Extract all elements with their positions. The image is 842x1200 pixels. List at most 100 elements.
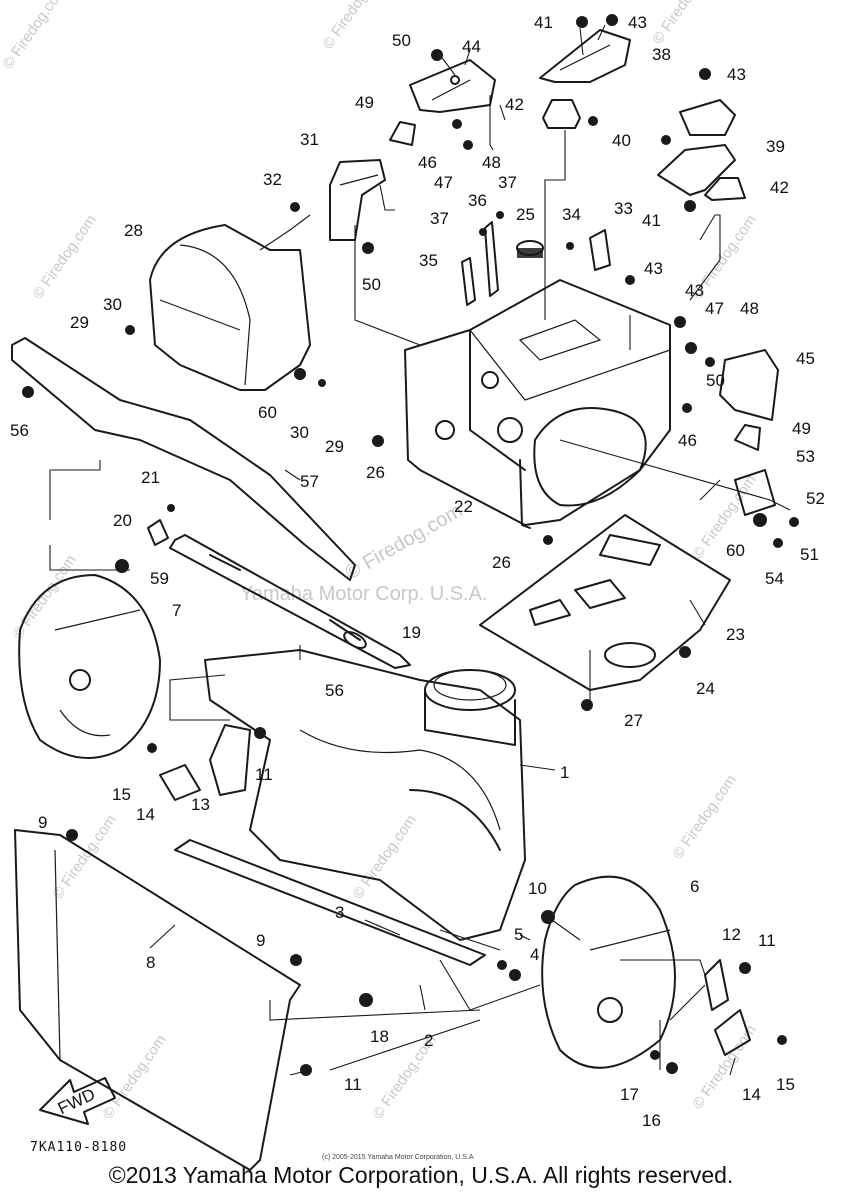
callout-37: 37 <box>498 173 517 192</box>
part-12-bracket <box>704 959 729 1011</box>
part-44-bracket <box>409 59 496 113</box>
part-28-housing-cover <box>149 224 311 391</box>
callout-6: 6 <box>690 877 699 896</box>
callout-20: 20 <box>113 511 132 530</box>
callout-8: 8 <box>146 953 155 972</box>
callout-1: 1 <box>560 763 569 782</box>
callout-14: 14 <box>136 805 155 824</box>
callout-41: 41 <box>534 13 553 32</box>
nut-icon <box>296 372 304 380</box>
watermark-text: © Firedog.com <box>49 812 119 903</box>
callout-47: 47 <box>434 173 453 192</box>
callout-31: 31 <box>300 130 319 149</box>
nut-icon <box>566 242 574 250</box>
callout-22: 22 <box>454 497 473 516</box>
callout-33: 33 <box>614 199 633 218</box>
part-42-damper <box>542 99 746 201</box>
callout-40: 40 <box>612 131 631 150</box>
callout-11: 11 <box>758 931 776 950</box>
part-38-bracket <box>539 29 631 83</box>
watermark-text: © Firedog.com <box>349 812 419 903</box>
nut-icon <box>372 435 384 447</box>
nut-icon <box>431 49 443 61</box>
nut-icon <box>125 325 135 335</box>
nut-icon <box>666 1062 678 1074</box>
callout-47: 47 <box>705 299 724 318</box>
nut-icon <box>167 504 175 512</box>
callout-28: 28 <box>124 221 143 240</box>
watermark-text: © Firedog.com <box>649 0 719 47</box>
watermark-text: © Firedog.com <box>99 1032 169 1123</box>
part-49-mount-lower <box>734 424 761 451</box>
part-25-plug <box>516 240 544 258</box>
callout-41: 41 <box>642 211 661 230</box>
part-7-side-plate <box>18 574 161 759</box>
callout-10: 10 <box>528 879 547 898</box>
nut-icon <box>509 969 521 981</box>
callout-23: 23 <box>726 625 745 644</box>
callout-46: 46 <box>418 153 437 172</box>
callout-15: 15 <box>112 785 131 804</box>
nut-icon <box>679 646 691 658</box>
callout-60: 60 <box>258 403 277 422</box>
callout-58: 56 <box>10 421 29 440</box>
drawing-code: 7KA110-8180 <box>30 1140 128 1155</box>
callout-25: 25 <box>516 205 535 224</box>
callout-43: 43 <box>727 65 746 84</box>
watermark-text: © Firedog.com <box>319 0 389 52</box>
nut-icon <box>463 140 473 150</box>
nut-icon <box>290 202 300 212</box>
callout-29: 29 <box>70 313 89 332</box>
callout-19: 19 <box>402 623 421 642</box>
callout-24: 24 <box>696 679 715 698</box>
watermark-text: © Firedog.com <box>689 472 759 563</box>
callout-37: 37 <box>430 209 449 228</box>
watermark-text: © Firedog.com <box>669 772 739 863</box>
nut-icon <box>581 699 593 711</box>
callout-43: 43 <box>685 281 704 300</box>
callout-labels: 41 43 50 44 38 43 49 42 31 40 39 46 48 3… <box>10 13 825 1130</box>
callout-50: 50 <box>362 275 381 294</box>
nut-icon <box>684 200 696 212</box>
callout-34: 34 <box>562 205 581 224</box>
part-22-main-frame <box>404 279 671 529</box>
callout-9: 9 <box>38 813 47 832</box>
callout-50: 50 <box>392 31 411 50</box>
nut-icon <box>22 386 34 398</box>
watermark-layer: © Firedog.com © Firedog.com © Firedog.co… <box>0 0 760 1122</box>
part-57-bar <box>11 337 356 581</box>
nut-icon <box>147 743 157 753</box>
nut-icon <box>496 211 504 219</box>
callout-49: 49 <box>355 93 374 112</box>
callout-35: 35 <box>419 251 438 270</box>
callout-52: 52 <box>806 489 825 508</box>
nut-icon <box>576 16 588 28</box>
part-19-shaft <box>169 534 411 669</box>
callout-29: 29 <box>325 437 344 456</box>
callout-26: 26 <box>492 553 511 572</box>
part-20-clamp <box>147 519 169 546</box>
callout-59: 59 <box>150 569 169 588</box>
callout-42: 42 <box>770 178 789 197</box>
nut-icon <box>543 535 553 545</box>
callout-21: 21 <box>141 468 160 487</box>
callout-3: 3 <box>335 903 344 922</box>
watermark-center-site: © Firedog.com <box>342 500 467 585</box>
nut-icon <box>650 1050 660 1060</box>
callout-26: 26 <box>366 463 385 482</box>
nut-icon <box>541 910 555 924</box>
part-45-mount <box>719 349 779 421</box>
part-3-scraper <box>174 839 486 966</box>
callout-48: 48 <box>740 299 759 318</box>
callout-17: 17 <box>620 1085 639 1104</box>
nut-icon <box>479 228 487 236</box>
callout-45: 45 <box>796 349 815 368</box>
callout-43: 43 <box>644 259 663 278</box>
callout-53: 53 <box>796 447 815 466</box>
nut-icon <box>661 135 671 145</box>
part-35-bracket <box>461 221 499 306</box>
nut-icon <box>359 993 373 1007</box>
nut-icon <box>452 119 462 129</box>
callout-11: 11 <box>255 765 273 784</box>
